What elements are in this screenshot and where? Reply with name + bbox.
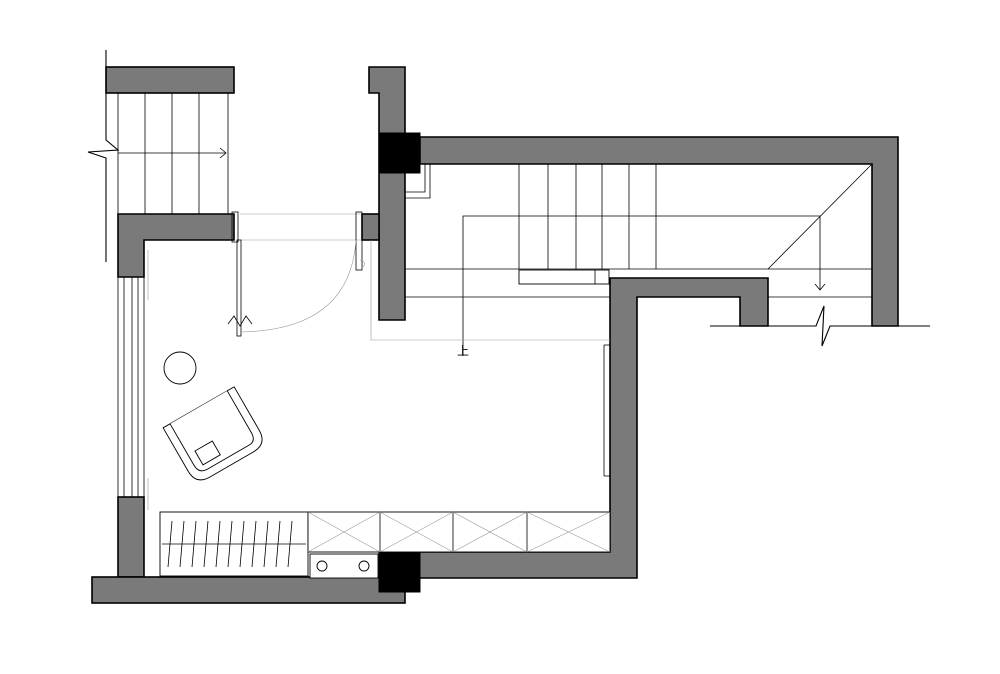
furniture: [159, 351, 611, 579]
door-leaf: [236, 239, 242, 337]
stair-handrail-block: [518, 269, 610, 285]
cushion: [194, 440, 221, 466]
lounge-chair: [162, 386, 263, 481]
arrow-down-icon: [814, 283, 826, 291]
burner-right: [358, 560, 370, 572]
wall-top-left: [105, 66, 235, 94]
arrow-icon: [219, 147, 227, 159]
column-top: [378, 132, 421, 174]
wall-left-upper: [117, 213, 235, 278]
wall-center-vertical: [368, 66, 406, 321]
stair-main: 上: [370, 163, 873, 358]
hangers: [167, 520, 293, 568]
burner-left: [316, 560, 328, 572]
column-bottom: [378, 551, 421, 593]
right-wall-lining: [603, 344, 610, 477]
side-table: [163, 351, 197, 385]
door-jamb-left: [231, 211, 239, 243]
door-jamb-right: [355, 211, 363, 271]
door-swing-arc: [240, 239, 357, 333]
wardrobe: [159, 511, 309, 577]
storage-cabinets: [307, 511, 611, 553]
window-left: [117, 240, 149, 577]
wall-left-lower: [117, 496, 145, 578]
wall-door-stub: [361, 213, 380, 241]
wall-bottom-left: [91, 576, 406, 604]
break-lines: [87, 50, 930, 347]
doors: [227, 211, 365, 337]
cooktop: [309, 553, 379, 579]
stair-up-label: 上: [457, 344, 469, 358]
break-line-left: [87, 50, 120, 262]
break-line-right: [710, 305, 930, 347]
stair-top-left: [117, 92, 229, 215]
